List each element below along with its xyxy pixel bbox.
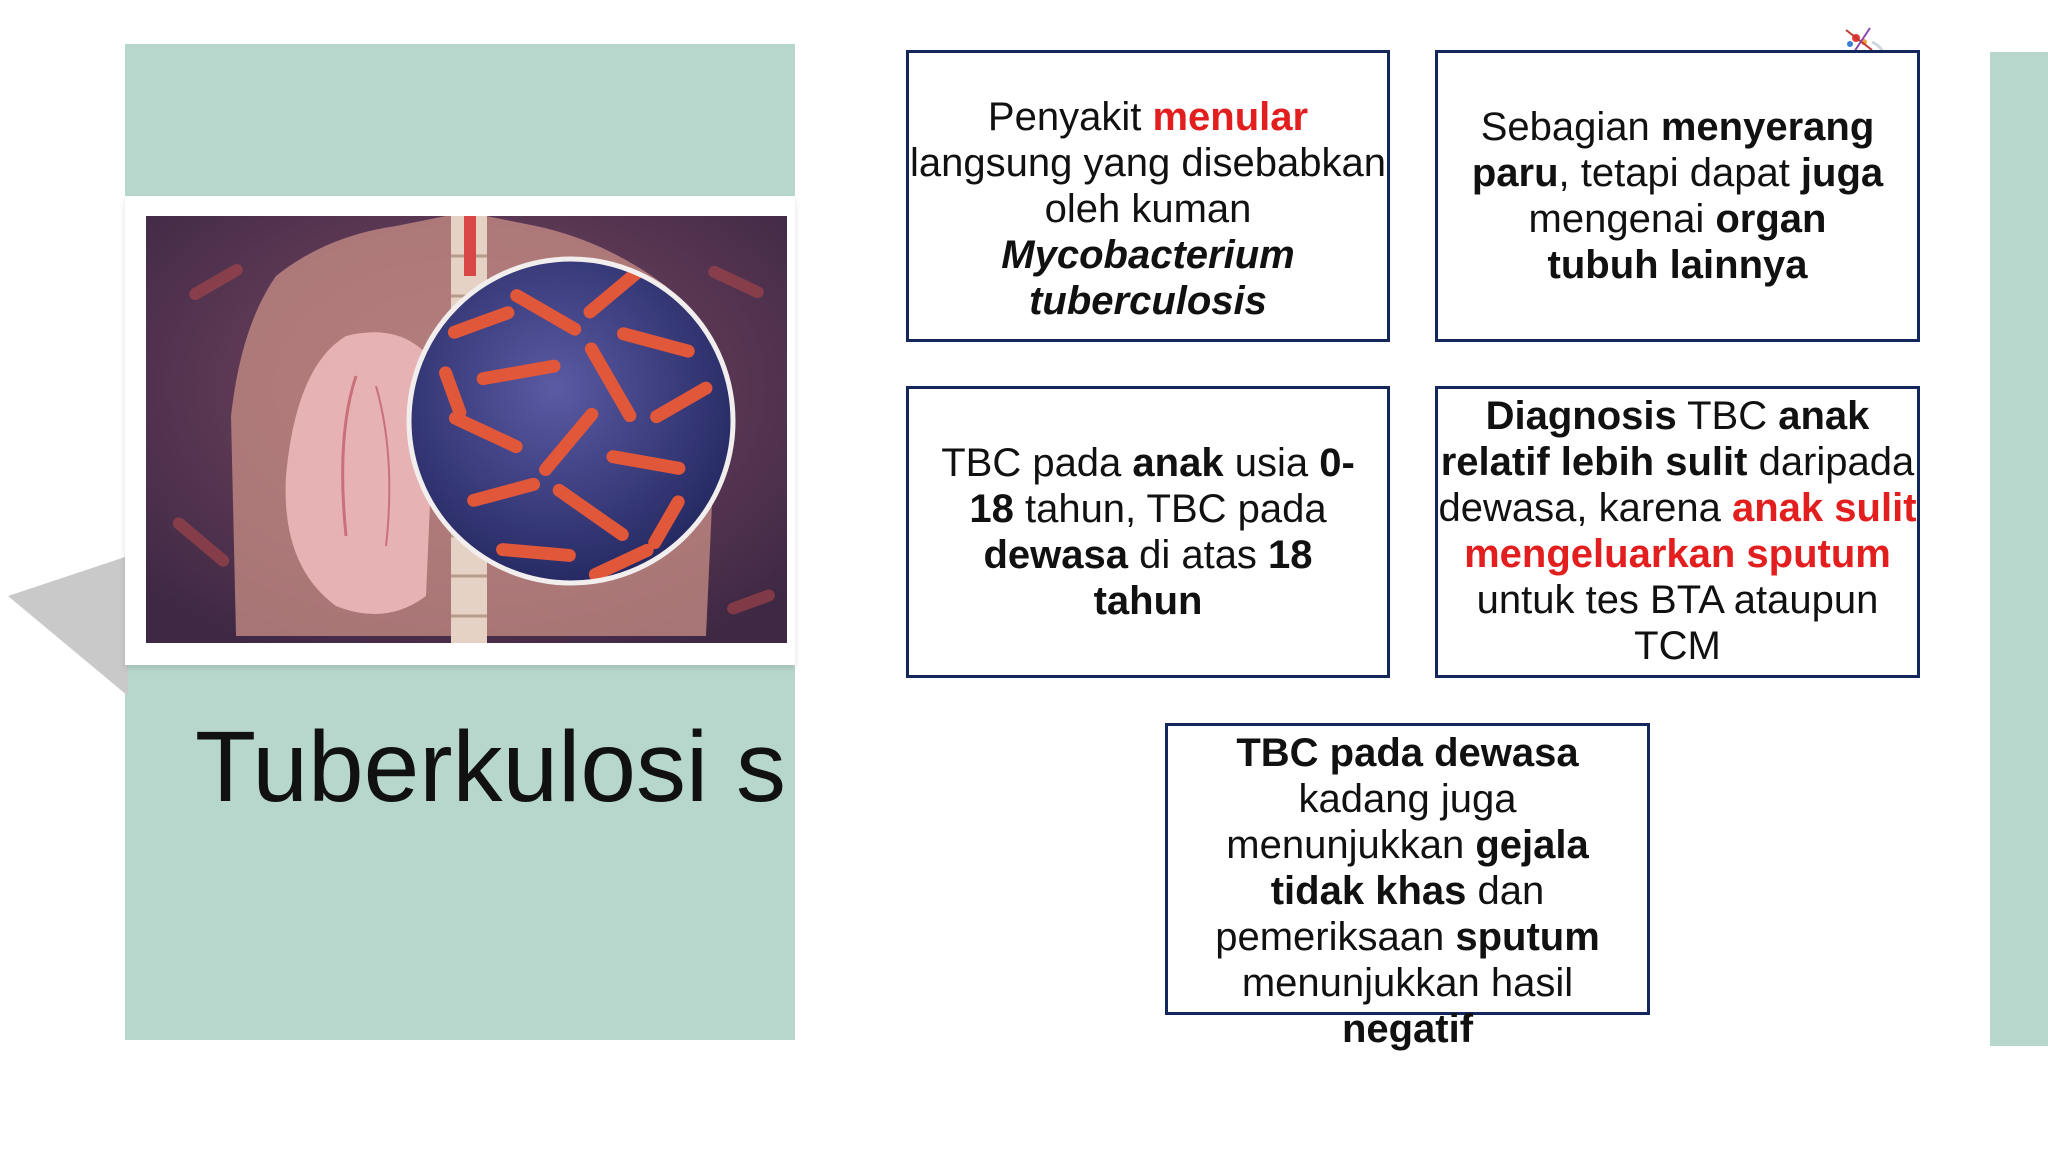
info-box-diagnosis: Diagnosis TBC anak relatif lebih sulit d… <box>1435 386 1920 678</box>
box3-text: TBC pada anak usia 0-18 tahun, TBC pada … <box>941 441 1355 623</box>
info-box-definition: Penyakit menular langsung yang disebabka… <box>906 50 1390 342</box>
info-box-age: TBC pada anak usia 0-18 tahun, TBC pada … <box>906 386 1390 678</box>
image-card <box>125 196 795 665</box>
box5-text: TBC pada dewasa kadang juga menunjukkan … <box>1215 731 1600 1051</box>
box2-text: Sebagian menyerang paru, tetapi dapat ju… <box>1471 105 1884 287</box>
info-box-organ: Sebagian menyerang paru, tetapi dapat ju… <box>1435 50 1920 342</box>
lungs-bacteria-illustration <box>146 216 787 643</box>
info-box-adult-symptoms: TBC pada dewasa kadang juga menunjukkan … <box>1165 723 1650 1051</box>
illustration-svg <box>146 216 787 643</box>
decorative-shadow <box>8 556 128 696</box>
slide-title: Tuberkulosi s <box>195 711 786 823</box>
box4-text: Diagnosis TBC anak relatif lebih sulit d… <box>1438 394 1917 668</box>
right-panel <box>1990 52 2048 1046</box>
box1-text: Penyakit menular langsung yang disebabka… <box>910 95 1386 323</box>
